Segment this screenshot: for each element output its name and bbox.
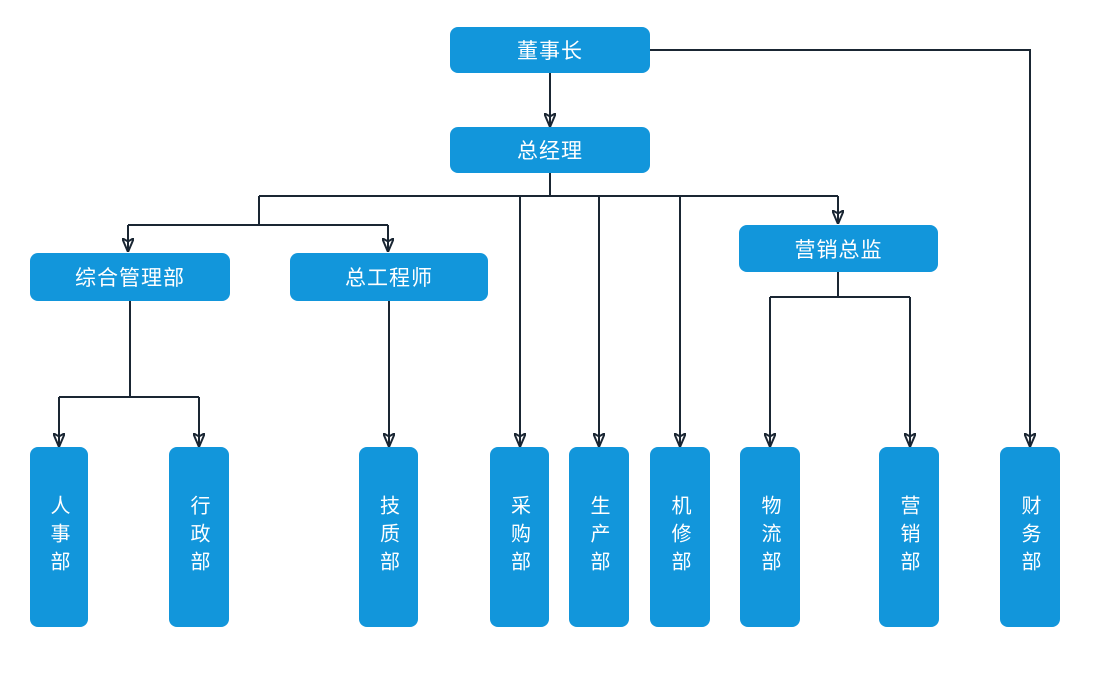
node-general-manager-label: 总经理 [517, 139, 583, 163]
node-marketing-dept: 营销部 [879, 447, 939, 627]
node-admin-dept: 行政部 [169, 447, 229, 627]
node-logistics-dept-label: 物流部 [758, 495, 782, 579]
node-hr-dept: 人事部 [30, 447, 88, 627]
connector-rails [59, 173, 910, 398]
edge-chairman-finance [650, 49, 1030, 445]
node-chairman: 董事长 [450, 27, 650, 73]
node-admin-dept-label: 行政部 [187, 495, 211, 579]
node-chief-engineer-label: 总工程师 [345, 266, 433, 290]
node-purchasing-dept: 采购部 [490, 447, 549, 627]
node-marketing-director: 营销总监 [739, 225, 938, 272]
node-production-dept-label: 生产部 [587, 495, 611, 579]
node-finance-dept-label: 财务部 [1018, 495, 1042, 579]
node-general-management-dept-label: 综合管理部 [75, 266, 185, 290]
node-production-dept: 生产部 [569, 447, 629, 627]
node-chief-engineer: 总工程师 [290, 253, 488, 301]
node-marketing-director-label: 营销总监 [794, 237, 883, 262]
node-general-management-dept: 综合管理部 [30, 253, 230, 301]
node-chairman-label: 董事长 [517, 39, 583, 63]
node-machine-repair-dept-label: 机修部 [668, 495, 692, 579]
node-machine-repair-dept: 机修部 [650, 447, 710, 627]
node-tech-quality-dept: 技质部 [359, 447, 418, 627]
node-finance-dept: 财务部 [1000, 447, 1060, 627]
node-marketing-dept-label: 营销部 [897, 495, 921, 579]
node-purchasing-dept-label: 采购部 [507, 495, 532, 579]
node-tech-quality-dept-label: 技质部 [376, 495, 401, 579]
node-general-manager: 总经理 [450, 127, 650, 173]
node-logistics-dept: 物流部 [740, 447, 800, 627]
node-hr-dept-label: 人事部 [47, 495, 71, 579]
